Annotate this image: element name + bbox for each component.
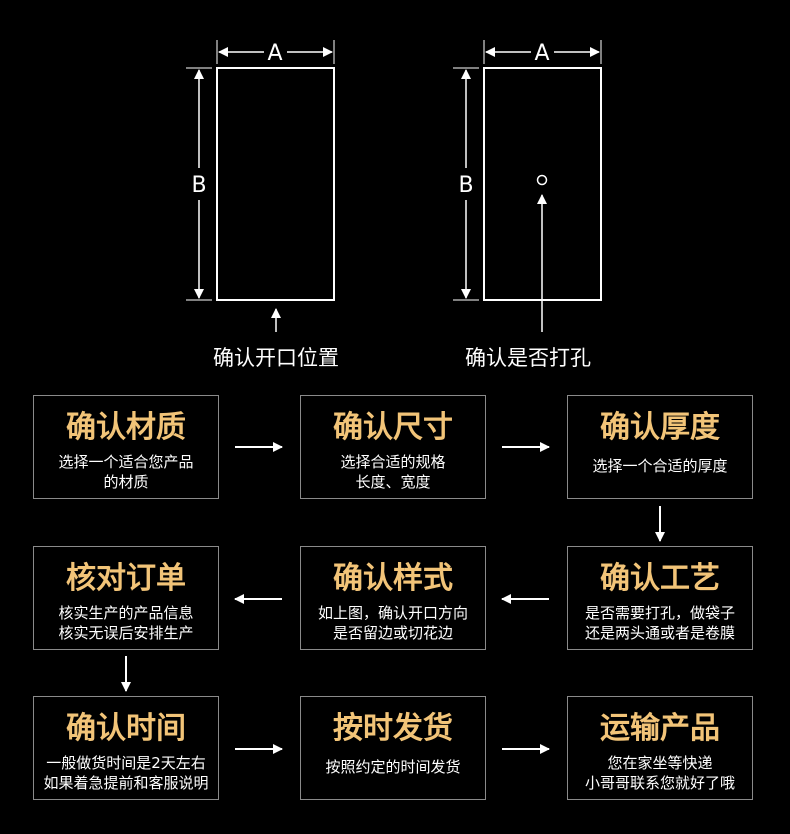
step-desc: 如上图，确认开口方向 是否留边或切花边 (317, 604, 468, 642)
right-height-label: B (458, 173, 473, 198)
step-desc: 是否需要打孔，做袋子 还是两头通或者是卷膜 (584, 604, 735, 642)
step-confirm-thickness: 确认厚度 选择一个合适的厚度 (567, 395, 753, 499)
step-title: 确认厚度 (600, 410, 720, 445)
step-desc: 核实生产的产品信息 核实无误后安排生产 (58, 604, 194, 642)
right-width-label: A (534, 41, 549, 66)
step-check-order: 核对订单 核实生产的产品信息 核实无误后安排生产 (33, 546, 219, 650)
step-title: 按时发货 (333, 711, 453, 746)
step-ship-on-time: 按时发货 按照约定的时间发货 (300, 696, 486, 800)
step-desc: 选择合适的规格 长度、宽度 (340, 453, 446, 491)
step-title: 确认工艺 (600, 561, 720, 596)
step-confirm-time: 确认时间 一般做货时间是2天左右 如果着急提前和客服说明 (33, 696, 219, 800)
step-desc: 按照约定的时间发货 (325, 758, 461, 776)
step-confirm-size: 确认尺寸 选择合适的规格 长度、宽度 (300, 395, 486, 499)
step-title: 确认样式 (333, 561, 453, 596)
right-caption: 确认是否打孔 (465, 346, 591, 370)
step-confirm-craft: 确认工艺 是否需要打孔，做袋子 还是两头通或者是卷膜 (567, 546, 753, 650)
step-title: 运输产品 (600, 711, 720, 746)
step-confirm-style: 确认样式 如上图，确认开口方向 是否留边或切花边 (300, 546, 486, 650)
left-height-label: B (191, 173, 206, 198)
step-title: 确认材质 (66, 410, 186, 445)
left-caption: 确认开口位置 (213, 346, 339, 370)
left-width-label: A (267, 41, 282, 66)
step-transport: 运输产品 您在家坐等快递 小哥哥联系您就好了哦 (567, 696, 753, 800)
punch-hole-icon (536, 174, 548, 186)
step-title: 核对订单 (66, 561, 186, 596)
step-desc: 选择一个合适的厚度 (592, 457, 728, 475)
step-desc: 一般做货时间是2天左右 如果着急提前和客服说明 (43, 754, 209, 792)
left-bag-outline (216, 67, 335, 301)
step-desc: 您在家坐等快递 小哥哥联系您就好了哦 (584, 754, 735, 792)
step-desc: 选择一个适合您产品 的材质 (58, 453, 194, 491)
step-confirm-material: 确认材质 选择一个适合您产品 的材质 (33, 395, 219, 499)
step-title: 确认尺寸 (333, 410, 453, 445)
step-title: 确认时间 (66, 711, 186, 746)
